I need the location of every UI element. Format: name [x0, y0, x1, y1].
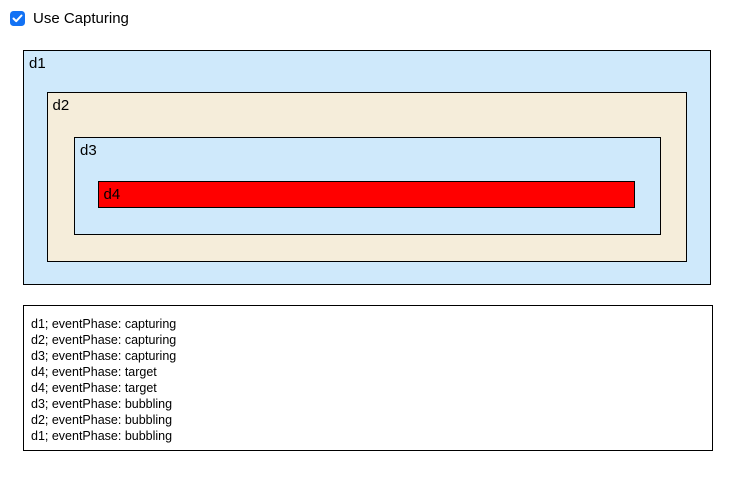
box-d1-label: d1	[29, 55, 46, 72]
log-line: d1; eventPhase: bubbling	[31, 429, 173, 443]
use-capturing-checkbox[interactable]	[10, 11, 25, 26]
log-line: d4; eventPhase: target	[31, 381, 157, 395]
log-line: d3; eventPhase: bubbling	[31, 397, 173, 411]
log-line: d3; eventPhase: capturing	[31, 349, 177, 363]
box-d4-label: d4	[103, 185, 121, 203]
box-d4[interactable]: d4	[97, 180, 635, 208]
use-capturing-control[interactable]: Use Capturing	[10, 10, 129, 27]
box-d3[interactable]: d3 d4	[74, 137, 661, 235]
box-d1[interactable]: d1 d2 d3 d4	[23, 50, 711, 285]
use-capturing-label: Use Capturing	[33, 10, 129, 27]
checkmark-icon	[12, 14, 23, 23]
box-d2-label: d2	[52, 96, 70, 114]
log-line: d4; eventPhase: target	[31, 365, 157, 379]
event-log: d1; eventPhase: capturing d2; eventPhase…	[23, 305, 713, 451]
log-line: d2; eventPhase: capturing	[31, 333, 177, 347]
box-d3-label: d3	[80, 142, 97, 159]
log-line: d2; eventPhase: bubbling	[31, 413, 173, 427]
box-d2[interactable]: d2 d3 d4	[46, 91, 687, 262]
log-line: d1; eventPhase: capturing	[31, 317, 177, 331]
